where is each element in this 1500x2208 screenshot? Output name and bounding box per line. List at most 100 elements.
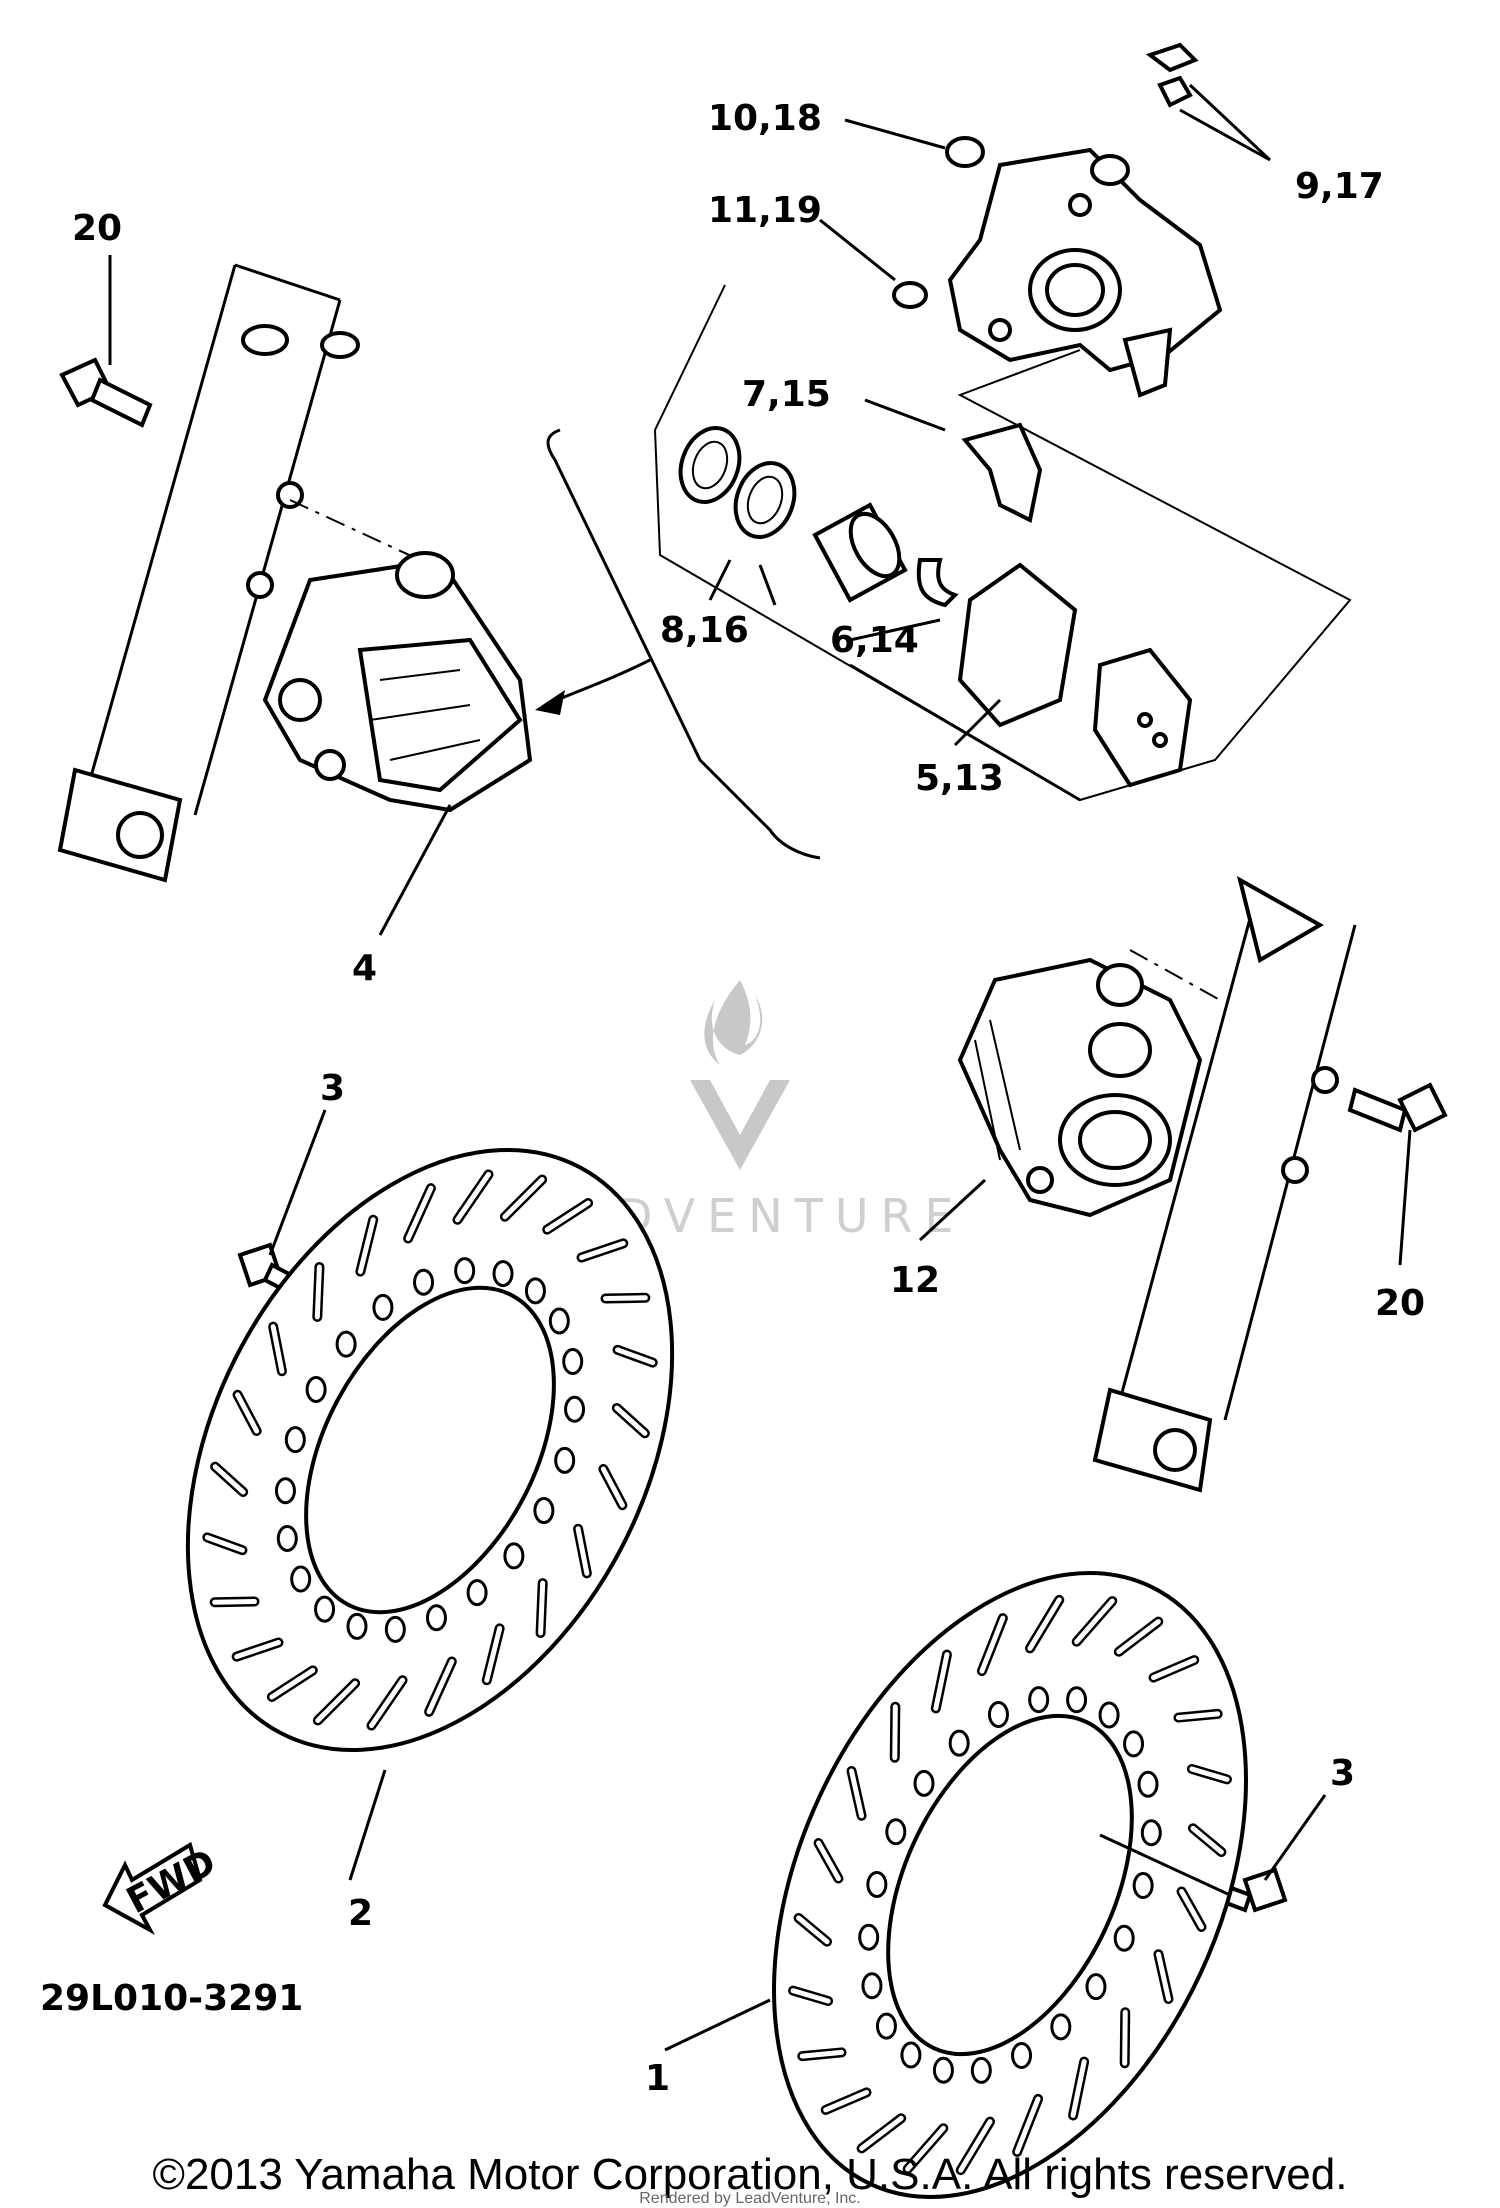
disc-hole <box>413 1268 435 1296</box>
disc-slot <box>1027 1597 1062 1651</box>
disc-hole <box>1132 1872 1154 1900</box>
disc-hole <box>1066 1686 1088 1714</box>
disc-slot <box>1150 1657 1197 1681</box>
exploded-bracket <box>546 428 821 860</box>
disc-hole <box>1098 1701 1120 1729</box>
disc-hole <box>970 2056 992 2084</box>
disc-slot <box>357 1217 376 1275</box>
disc-hole <box>1028 1686 1050 1714</box>
disc-hole <box>524 1277 546 1305</box>
disc-hole <box>466 1579 488 1607</box>
disc-hole <box>1137 1770 1159 1798</box>
disc-slot <box>1074 1598 1115 1645</box>
left-caliper <box>262 551 533 813</box>
disc-slot <box>905 2125 946 2172</box>
disc-slot <box>315 1680 358 1723</box>
disc-hole <box>900 2041 922 2069</box>
label-1: 1 <box>645 2058 670 2099</box>
disc-hole <box>932 2056 954 2084</box>
disc-slot <box>1190 1825 1224 1855</box>
label-8-16: 8,16 <box>660 610 749 651</box>
disc-hole <box>554 1446 576 1474</box>
disc-hole <box>533 1497 555 1525</box>
disc-hole <box>1140 1819 1162 1847</box>
disc-slot <box>859 2115 904 2151</box>
disc-slot <box>454 1171 492 1223</box>
label-20-right: 20 <box>1375 1283 1425 1324</box>
arrow-head <box>535 690 565 715</box>
disc-slot <box>270 1324 285 1374</box>
disc-slot <box>958 2119 993 2173</box>
right-caliper <box>957 957 1203 1218</box>
bolt-20-right <box>1347 1082 1448 1133</box>
label-7-15: 7,15 <box>742 374 831 415</box>
disc-hole <box>1113 1924 1135 1952</box>
right-fork-tube <box>1092 875 1357 1493</box>
label-12: 12 <box>890 1260 940 1301</box>
disc-hole <box>274 1477 296 1505</box>
disc-hole <box>1050 2013 1072 2041</box>
disc-slot <box>405 1185 434 1241</box>
disc-slot <box>368 1677 406 1729</box>
disc-slot <box>933 1652 950 1711</box>
diagram-code: 29L010-3291 <box>40 1978 303 2019</box>
disc-hole <box>1085 1973 1107 2001</box>
disc-slot <box>823 2089 870 2113</box>
label-10-18: 10,18 <box>708 98 822 139</box>
disc-slot <box>579 1240 626 1261</box>
disc-slot <box>544 1200 591 1233</box>
disc-slot <box>600 1466 625 1508</box>
disc-slot <box>538 1580 546 1636</box>
disc-slot <box>235 1392 260 1434</box>
disc-hole <box>948 1729 970 1757</box>
disc-slot <box>603 1295 648 1302</box>
disc-slot <box>1070 2059 1087 2118</box>
label-11-19: 11,19 <box>708 190 822 231</box>
disc-slot <box>1175 1711 1221 1721</box>
label-3-left: 3 <box>320 1068 345 1109</box>
disc-hole <box>305 1375 327 1403</box>
disc-slot <box>790 1988 831 2004</box>
brake-disc-2 <box>185 1147 675 1753</box>
disc-slot <box>1014 2096 1041 2155</box>
disc-hole <box>861 1972 883 2000</box>
disc-hole <box>885 1818 907 1846</box>
disc-slot <box>796 1915 830 1945</box>
disc-hole <box>425 1604 447 1632</box>
label-4: 4 <box>352 948 377 989</box>
disc-hole <box>858 1923 880 1951</box>
disc-hole <box>290 1565 312 1593</box>
bolt-20-left <box>59 357 153 428</box>
disc-hole <box>492 1260 514 1288</box>
disc-slot <box>615 1347 656 1366</box>
disc-hole <box>276 1524 298 1552</box>
label-9-17: 9,17 <box>1295 166 1384 207</box>
disc-slot <box>799 2049 845 2059</box>
disc-hole <box>372 1293 394 1321</box>
disc-slot <box>575 1526 590 1576</box>
disc-hole <box>454 1257 476 1285</box>
brake-disc-1 <box>772 1571 1248 2199</box>
disc-hole <box>1011 2041 1033 2069</box>
disc-hole <box>314 1595 336 1623</box>
disc-slot <box>426 1659 455 1715</box>
rendered-by-notice: Rendered by LeadVenture, Inc. <box>639 2190 861 2207</box>
disc-hole <box>987 1701 1009 1729</box>
label-2: 2 <box>348 1893 373 1934</box>
disc-hole <box>384 1615 406 1643</box>
disc-hole <box>503 1542 525 1570</box>
disc-hole <box>548 1307 570 1335</box>
disc-slot <box>204 1534 245 1553</box>
disc-hole <box>875 2012 897 2040</box>
disc-slot <box>212 1464 246 1495</box>
disc-slot <box>1155 1951 1171 2002</box>
top-caliper <box>892 42 1223 398</box>
label-20-left: 20 <box>72 208 122 249</box>
disc-slot <box>979 1615 1006 1674</box>
fwd-arrow: FWD <box>102 1842 223 1936</box>
disc-hole <box>913 1769 935 1797</box>
disc-slot <box>234 1639 281 1660</box>
disc-slot <box>614 1405 648 1436</box>
label-5-13: 5,13 <box>915 758 1004 799</box>
label-3-right: 3 <box>1330 1753 1355 1794</box>
